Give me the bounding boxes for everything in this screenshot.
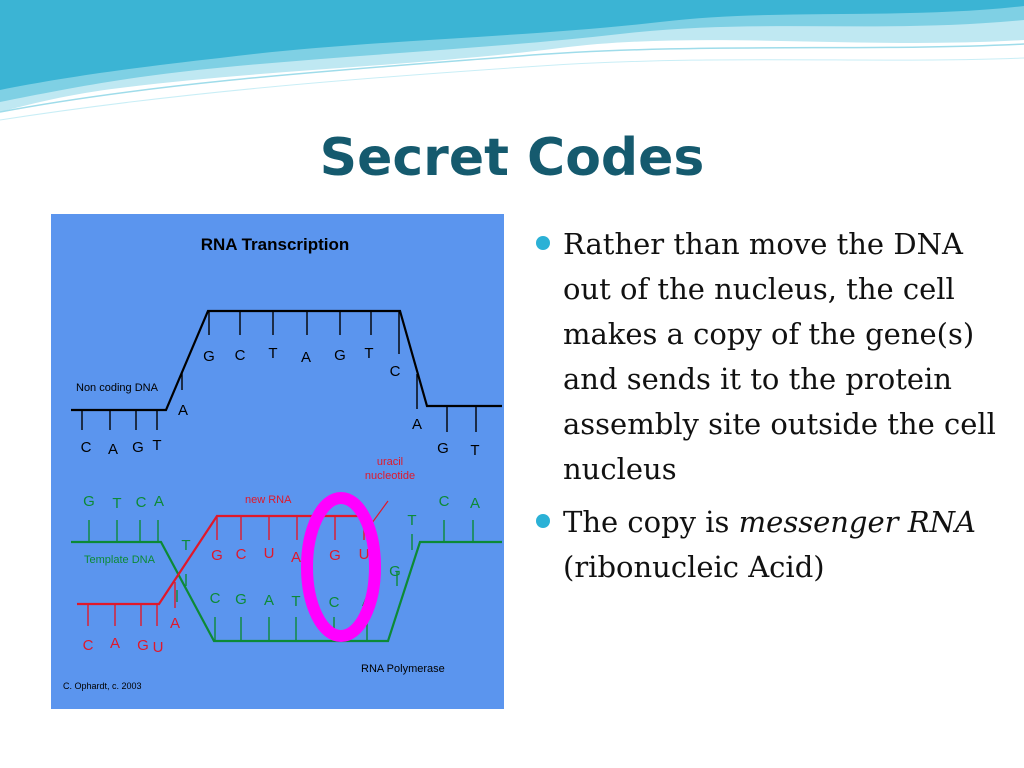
rna-plateau-base: G [211,547,223,564]
top-left-base: G [132,439,144,456]
rna-left-base: G [137,637,149,654]
template-slope2-base: T [407,512,416,529]
non-coding-dna-label: Non coding DNA [76,382,159,394]
bullet-item: Rather than move the DNA out of the nucl… [534,222,1004,492]
template-left-base: T [112,495,121,512]
template-slope-base: A [170,615,180,632]
top-slope2-base: C [390,363,401,380]
template-left-base: C [136,494,147,511]
rna-plateau-base: A [291,549,301,566]
template-left-base: G [83,493,95,510]
template-slope-base: T [181,537,190,554]
bullet-text: The copy is [563,505,739,539]
template-left-base: A [154,493,164,510]
bullet-dot-icon [536,514,550,528]
top-slope2-base: A [412,416,422,433]
rna-left-base: C [83,637,94,654]
new-rna-strand [77,514,368,606]
top-plateau-base: C [235,347,246,364]
rna-plateau-base: U [264,545,275,562]
bullet-text: Rather than move the DNA out of the nucl… [563,227,996,486]
new-rna-label: new RNA [245,494,292,506]
template-dna-label: Template DNA [84,554,156,566]
template-slope2-base: G [389,563,401,580]
template-right-base: C [439,493,450,510]
template-dna-strand [71,540,502,643]
top-left-base: C [81,439,92,456]
top-plateau-base: G [203,348,215,365]
rna-plateau-base: G [329,547,341,564]
diagram-background [51,214,504,709]
rna-plateau-base: C [236,546,247,563]
top-plateau-base: A [301,349,311,366]
uracil-label: nucleotide [365,470,415,482]
rna-plateau-base: U [359,546,370,563]
diagram-credit: C. Ophardt, c. 2003 [63,681,142,691]
top-plateau-base: T [268,345,277,362]
header-wave-decoration [0,0,1024,121]
top-right-base: T [470,442,479,459]
template-bottom-base: G [235,591,247,608]
template-bottom-base: C [329,594,340,611]
top-right-base: G [437,440,449,457]
uracil-label: uracil [377,456,403,468]
rna-left-base: A [110,635,120,652]
template-bottom-base: C [210,590,221,607]
rna-polymerase-ring [301,492,381,642]
bullet-text-italic: messenger RNA [738,505,976,539]
bullet-text: (ribonucleic Acid) [563,550,825,584]
rna-transcription-diagram: RNA Transcription C A G T A G C T A G T … [51,214,504,709]
non-coding-dna-base-ticks [81,311,477,432]
bullet-item: The copy is messenger RNA (ribonucleic A… [534,500,1004,590]
top-slope-base: A [178,402,188,419]
rna-polymerase-label: RNA Polymerase [361,663,445,675]
slide-title: Secret Codes [319,128,705,188]
diagram-title: RNA Transcription [201,235,350,254]
top-left-base: T [152,437,161,454]
bullet-dot-icon [536,236,550,250]
top-plateau-base: G [334,347,346,364]
non-coding-dna-strand [71,309,502,412]
template-bottom-base: T [291,593,300,610]
template-bottom-base: A [264,592,274,609]
template-right-base: A [470,495,480,512]
rna-left-base: U [153,639,164,656]
bullet-list: Rather than move the DNA out of the nucl… [534,222,1004,598]
top-plateau-base: T [364,345,373,362]
top-left-base: A [108,441,118,458]
